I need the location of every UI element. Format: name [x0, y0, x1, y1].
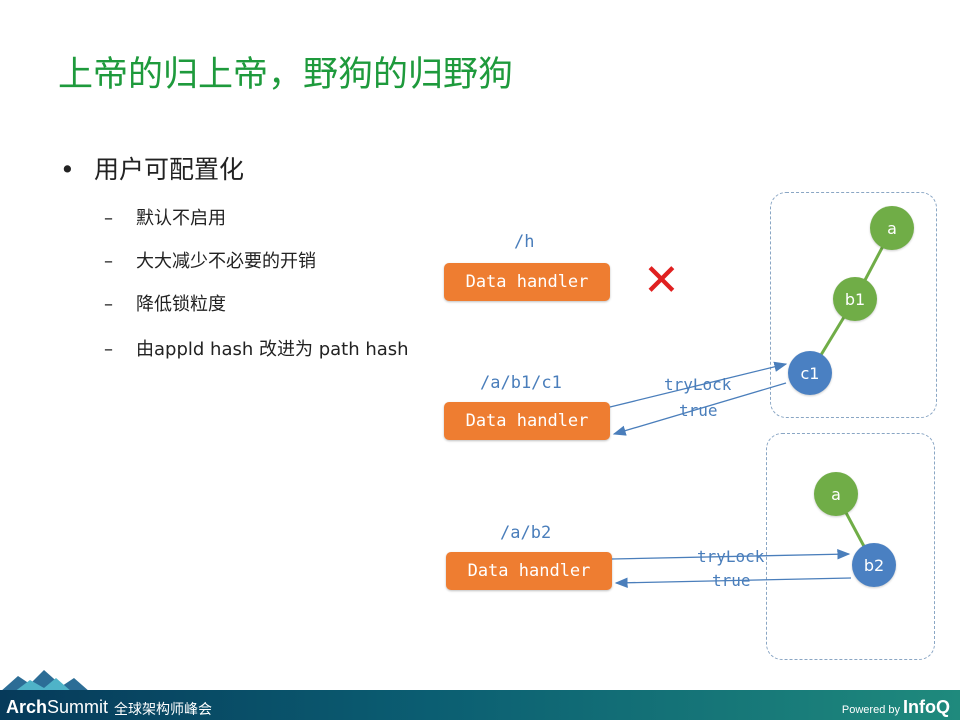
data-handler-box: Data handler [444, 402, 610, 440]
path-label: /a/b2 [500, 523, 552, 543]
path-label: /a/b1/c1 [480, 373, 562, 393]
data-handler-box: Data handler [444, 263, 610, 301]
sub-bullet-text: 大大减少不必要的开销 [136, 251, 316, 272]
true-label: true [712, 571, 751, 590]
sub-bullet-dash: – [104, 251, 113, 272]
trylock-arrow [611, 549, 851, 560]
tree-node-a: a [814, 472, 858, 516]
tree-node-a: a [870, 206, 914, 250]
sub-bullet: – 默认不启用 [104, 204, 226, 230]
path-label: /h [514, 232, 535, 252]
true-arrow [612, 382, 787, 436]
bullet-main-text: 用户可配置化 [94, 155, 245, 184]
archsummit-logo: ArchSummit [6, 697, 109, 717]
true-label: true [679, 401, 718, 420]
sub-bullet: – 由appld hash 改进为 path hash [104, 335, 409, 361]
tree-group-2 [766, 433, 935, 660]
sub-bullet-dash: – [104, 208, 113, 229]
tree-node-c1: c1 [788, 351, 832, 395]
tree-node-b1: b1 [833, 277, 877, 321]
sub-bullet-text: 默认不启用 [136, 208, 226, 229]
sub-bullet-text: 由appld hash 改进为 path hash [136, 339, 409, 360]
data-handler-box: Data handler [446, 552, 612, 590]
trylock-label: tryLock [697, 547, 765, 566]
sub-bullet: – 降低锁粒度 [104, 290, 226, 316]
sub-bullet: – 大大减少不必要的开销 [104, 247, 316, 273]
tree-node-b2: b2 [852, 543, 896, 587]
slide-title: 上帝的归上帝，野狗的归野狗 [58, 55, 514, 95]
sub-bullet-dash: – [104, 339, 113, 360]
reject-x-icon: ✕ [643, 255, 680, 306]
trylock-label: tryLock [664, 375, 732, 394]
sub-bullet-dash: – [104, 294, 113, 315]
true-arrow [614, 577, 852, 588]
archsummit-subtitle: 全球架构师峰会 [114, 702, 212, 718]
tree-group-1 [770, 192, 937, 418]
bullet-marker: • [60, 155, 75, 184]
bullet-main: • 用户可配置化 [60, 150, 244, 186]
sub-bullet-text: 降低锁粒度 [136, 294, 226, 315]
trylock-arrow [609, 361, 788, 408]
footer-bar [0, 690, 960, 720]
mountain-logo-icon [0, 670, 90, 692]
